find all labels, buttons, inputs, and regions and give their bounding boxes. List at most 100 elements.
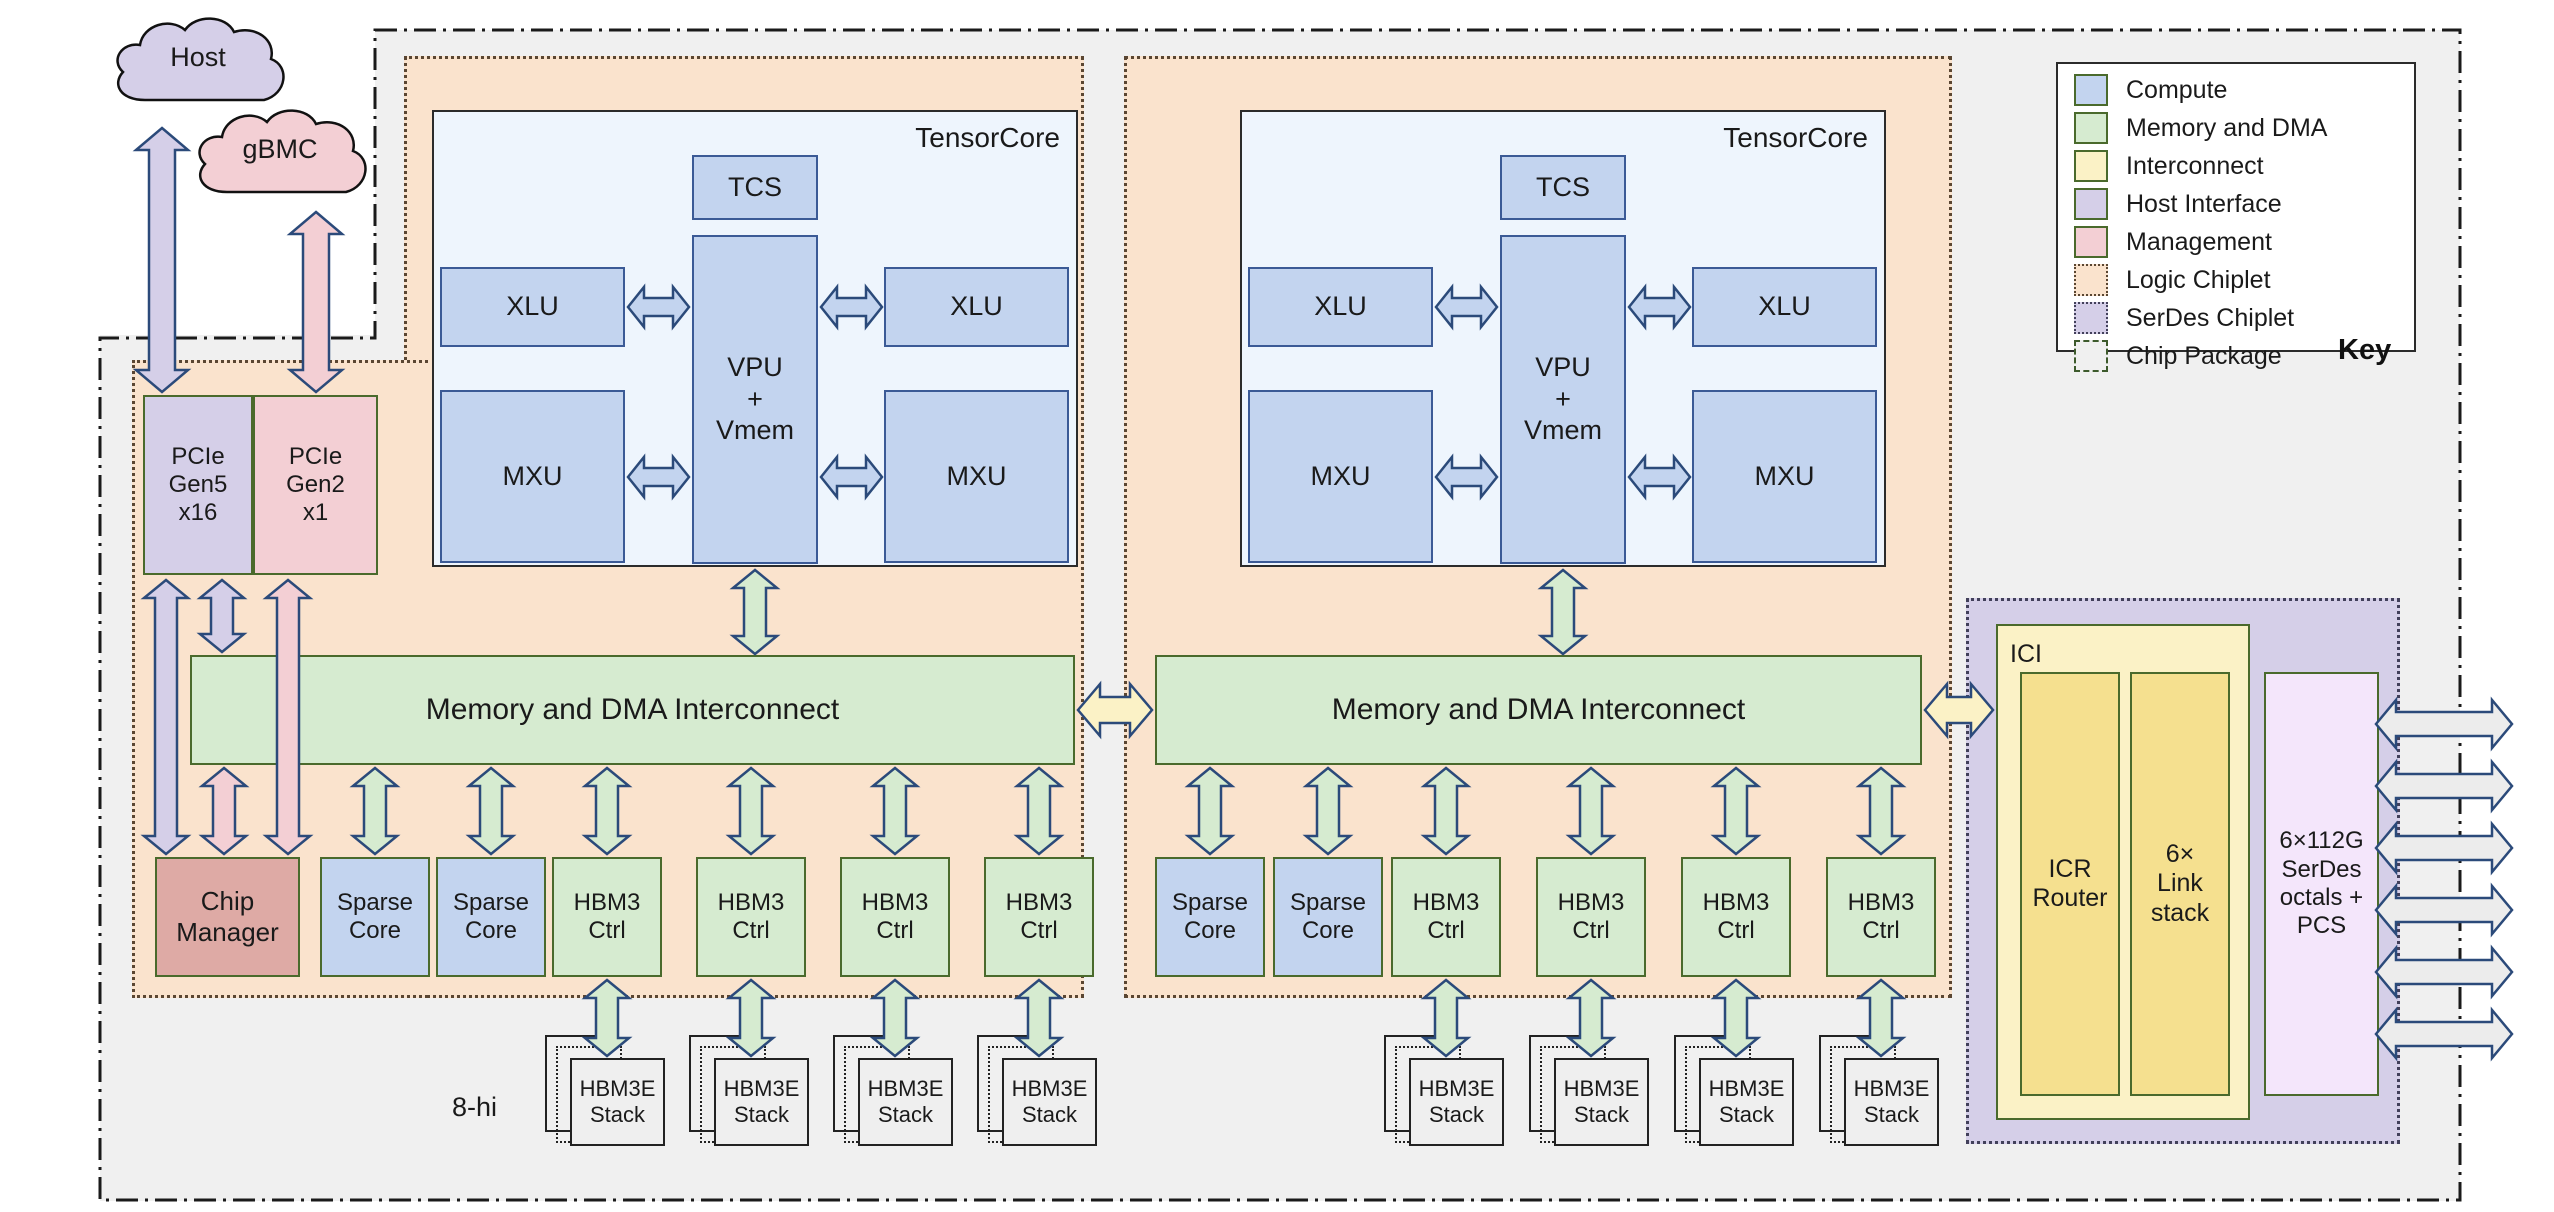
- vpu-vmem-0: VPU + Vmem: [692, 235, 818, 564]
- sparse-core-0-1-label: Sparse Core: [452, 888, 530, 944]
- memory-dma-interconnect-1: Memory and DMA Interconnect: [1155, 655, 1922, 765]
- hbm3-ctrl-1-2-label: HBM3 Ctrl: [1702, 888, 1770, 944]
- key-panel: [2056, 62, 2416, 352]
- key-label-serdes-chiplet: SerDes Chiplet: [2126, 303, 2295, 332]
- key-item-management: Management: [2074, 226, 2272, 258]
- hbm3e-stack-1-1-label: HBM3E Stack: [1563, 1076, 1640, 1127]
- hbm3-ctrl-0-0: HBM3 Ctrl: [552, 857, 662, 977]
- gbmc-cloud-label: gBMC: [242, 134, 318, 164]
- key-title: Key: [2338, 334, 2392, 366]
- key-swatch-memory-dma: [2074, 112, 2108, 144]
- hbm3-ctrl-0-1: HBM3 Ctrl: [696, 857, 806, 977]
- hbm3-ctrl-1-3-label: HBM3 Ctrl: [1847, 888, 1915, 944]
- vpu-vmem-1-label: VPU + Vmem: [1523, 351, 1602, 446]
- pcie-gen2-x1: PCIe Gen2 x1: [253, 395, 378, 575]
- serdes-octals-pcs: 6×112G SerDes octals + PCS: [2264, 672, 2379, 1096]
- chip-manager-label: Chip Manager: [176, 886, 279, 947]
- mxu-0-right: MXU: [884, 390, 1069, 563]
- hbm3e-stack-0-2: HBM3E Stack: [858, 1058, 953, 1146]
- tcs-1: TCS: [1500, 155, 1626, 220]
- key-label-memory-dma: Memory and DMA: [2126, 113, 2328, 142]
- hbm3e-stack-1-3: HBM3E Stack: [1844, 1058, 1939, 1146]
- ici-group-label: ICI: [2010, 640, 2042, 668]
- mxu-1-right: MXU: [1692, 390, 1877, 563]
- vpu-vmem-0-label: VPU + Vmem: [715, 351, 794, 446]
- xlu-1-right: XLU: [1692, 267, 1877, 347]
- key-swatch-management: [2074, 226, 2108, 258]
- key-swatch-chip-package: [2074, 340, 2108, 372]
- hbm3e-stack-0-3-label: HBM3E Stack: [1011, 1076, 1088, 1127]
- host-cloud: Host: [98, 12, 298, 122]
- sparse-core-0-0-label: Sparse Core: [336, 888, 414, 944]
- hbm3-ctrl-1-1-label: HBM3 Ctrl: [1557, 888, 1625, 944]
- hbm3-ctrl-1-3: HBM3 Ctrl: [1826, 857, 1936, 977]
- sparse-core-1-0: Sparse Core: [1155, 857, 1265, 977]
- hbm3e-stack-1-2: HBM3E Stack: [1699, 1058, 1794, 1146]
- mxu-0-left: MXU: [440, 390, 625, 563]
- tcs-0: TCS: [692, 155, 818, 220]
- serdes-octals-pcs-label: 6×112G SerDes octals + PCS: [2279, 827, 2364, 940]
- stack-height-label: 8-hi: [452, 1092, 498, 1122]
- key-swatch-host-interface: [2074, 188, 2108, 220]
- tensorcore-0-title: TensorCore: [915, 122, 1060, 153]
- pcie-gen5-label: PCIe Gen5 x16: [168, 442, 228, 527]
- mxu-1-left: MXU: [1248, 390, 1433, 563]
- hbm3e-stack-0-1-label: HBM3E Stack: [723, 1076, 800, 1127]
- pcie-gen2-label: PCIe Gen2 x1: [286, 442, 345, 527]
- hbm3e-stack-1-2-label: HBM3E Stack: [1708, 1076, 1785, 1127]
- hbm3e-stack-1-1: HBM3E Stack: [1554, 1058, 1649, 1146]
- hbm3e-stack-0-2-label: HBM3E Stack: [867, 1076, 944, 1127]
- key-item-logic-chiplet: Logic Chiplet: [2074, 264, 2271, 296]
- hbm3-ctrl-1-2: HBM3 Ctrl: [1681, 857, 1791, 977]
- hbm3-ctrl-0-0-label: HBM3 Ctrl: [573, 888, 641, 944]
- key-item-memory-dma: Memory and DMA: [2074, 112, 2327, 144]
- key-swatch-serdes-chiplet: [2074, 302, 2108, 334]
- key-swatch-compute: [2074, 74, 2108, 106]
- hbm3e-stack-1-3-label: HBM3E Stack: [1853, 1076, 1930, 1127]
- tensorcore-1-title: TensorCore: [1723, 122, 1868, 153]
- hbm3-ctrl-1-0: HBM3 Ctrl: [1391, 857, 1501, 977]
- key-item-chip-package: Chip Package: [2074, 340, 2282, 372]
- sparse-core-0-0: Sparse Core: [320, 857, 430, 977]
- key-item-host-interface: Host Interface: [2074, 188, 2282, 220]
- gbmc-cloud: gBMC: [180, 104, 380, 214]
- hbm3e-stack-0-0-label: HBM3E Stack: [579, 1076, 656, 1127]
- hbm3-ctrl-0-1-label: HBM3 Ctrl: [717, 888, 785, 944]
- link-stack-label: 6× Link stack: [2150, 839, 2210, 927]
- hbm3-ctrl-0-2: HBM3 Ctrl: [840, 857, 950, 977]
- key-swatch-logic-chiplet: [2074, 264, 2108, 296]
- hbm3-ctrl-1-1: HBM3 Ctrl: [1536, 857, 1646, 977]
- xlu-0-left: XLU: [440, 267, 625, 347]
- hbm3e-stack-0-1: HBM3E Stack: [714, 1058, 809, 1146]
- hbm3-ctrl-0-3: HBM3 Ctrl: [984, 857, 1094, 977]
- vpu-vmem-1: VPU + Vmem: [1500, 235, 1626, 564]
- hbm3-ctrl-0-3-label: HBM3 Ctrl: [1005, 888, 1073, 944]
- hbm3e-stack-0-3: HBM3E Stack: [1002, 1058, 1097, 1146]
- xlu-1-left: XLU: [1248, 267, 1433, 347]
- key-item-serdes-chiplet: SerDes Chiplet: [2074, 302, 2294, 334]
- xlu-0-right: XLU: [884, 267, 1069, 347]
- key-label-compute: Compute: [2126, 75, 2228, 104]
- key-label-chip-package: Chip Package: [2126, 341, 2282, 370]
- memory-dma-interconnect-0: Memory and DMA Interconnect: [190, 655, 1075, 765]
- hbm3e-stack-1-0-label: HBM3E Stack: [1418, 1076, 1495, 1127]
- sparse-core-1-1: Sparse Core: [1273, 857, 1383, 977]
- sparse-core-1-0-label: Sparse Core: [1171, 888, 1249, 944]
- hbm3-ctrl-0-2-label: HBM3 Ctrl: [861, 888, 929, 944]
- icr-router-label: ICR Router: [2032, 854, 2108, 913]
- hbm3e-stack-0-0: HBM3E Stack: [570, 1058, 665, 1146]
- host-cloud-label: Host: [170, 42, 226, 72]
- sparse-core-0-1: Sparse Core: [436, 857, 546, 977]
- key-label-management: Management: [2126, 227, 2272, 256]
- sparse-core-1-1-label: Sparse Core: [1289, 888, 1367, 944]
- icr-router: ICR Router: [2020, 672, 2120, 1096]
- chip-manager: Chip Manager: [155, 857, 300, 977]
- link-stack: 6× Link stack: [2130, 672, 2230, 1096]
- key-label-logic-chiplet: Logic Chiplet: [2126, 265, 2271, 294]
- hbm3-ctrl-1-0-label: HBM3 Ctrl: [1412, 888, 1480, 944]
- key-label-interconnect: Interconnect: [2126, 151, 2264, 180]
- key-item-compute: Compute: [2074, 74, 2227, 106]
- pcie-gen5-x16: PCIe Gen5 x16: [143, 395, 253, 575]
- key-swatch-interconnect: [2074, 150, 2108, 182]
